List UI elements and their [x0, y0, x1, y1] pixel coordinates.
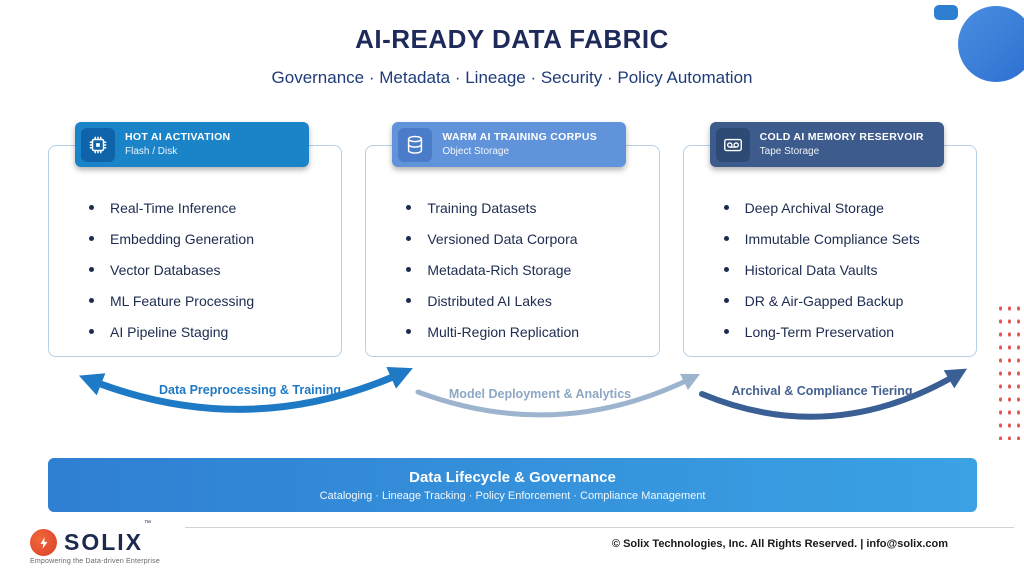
tier-title: WARM AI TRAINING CORPUS — [442, 131, 598, 144]
list-item: DR & Air-Gapped Backup — [723, 285, 968, 316]
database-icon — [398, 127, 433, 162]
page-title: AI-READY DATA FABRIC — [355, 24, 669, 54]
card-header-warm: WARM AI TRAINING CORPUS Object Storage — [392, 122, 627, 167]
brand-name: SOLIX — [64, 529, 144, 555]
feature-label: Multi-Region Replication — [427, 323, 580, 340]
list-item: Training Datasets — [406, 192, 650, 223]
list-item: AI Pipeline Staging — [89, 316, 333, 347]
footer-divider — [185, 527, 1014, 528]
governance-title: Data Lifecycle & Governance — [409, 468, 616, 486]
flow-label-archival: Archival & Compliance Tiering — [731, 384, 913, 398]
bullet-icon — [89, 205, 94, 210]
bullet-icon — [723, 236, 729, 241]
solix-logo: SOLIX™ Empowering the Data-driven Enterp… — [30, 520, 160, 565]
list-item: Metadata-Rich Storage — [406, 254, 650, 285]
card-header-cold: COLD AI MEMORY RESERVOIR Tape Storage — [709, 122, 944, 167]
governance-subtitle: Cataloging · Lineage Tracking · Policy E… — [319, 489, 706, 502]
bullet-icon — [89, 298, 94, 303]
bullet-icon — [723, 205, 729, 210]
feature-label: ML Feature Processing — [110, 292, 255, 309]
bullet-icon — [406, 267, 412, 272]
tape-cartridge-icon — [715, 127, 750, 162]
list-item: Immutable Compliance Sets — [723, 223, 968, 254]
arrow-cold-to-archive — [699, 368, 968, 420]
card-warm-tier: WARM AI TRAINING CORPUS Object Storage T… — [365, 122, 660, 357]
feature-label: AI Pipeline Staging — [110, 323, 229, 340]
tier-feature-list: Deep Archival Storage Immutable Complian… — [682, 145, 977, 357]
bullet-icon — [406, 298, 412, 303]
trademark-symbol: ™ — [144, 520, 152, 527]
decor-dots — [996, 302, 1020, 440]
bullet-icon — [723, 267, 729, 272]
list-item: Versioned Data Corpora — [406, 223, 650, 254]
page-subtitle: Governance · Metadata · Lineage · Securi… — [271, 68, 753, 87]
cpu-icon — [81, 127, 115, 162]
copyright-text: © Solix Technologies, Inc. All Rights Re… — [611, 538, 948, 550]
feature-label: DR & Air-Gapped Backup — [744, 292, 904, 309]
bullet-icon — [406, 205, 412, 210]
tier-title: HOT AI ACTIVATION — [125, 131, 231, 144]
lightning-bolt-icon — [30, 529, 57, 556]
feature-label: Deep Archival Storage — [744, 199, 884, 216]
feature-label: Historical Data Vaults — [744, 261, 878, 278]
decor-pill — [934, 5, 958, 20]
list-item: ML Feature Processing — [89, 285, 333, 316]
tier-subtitle: Flash / Disk — [125, 145, 178, 157]
flow-label-preprocessing: Data Preprocessing & Training — [159, 383, 341, 397]
bullet-icon — [89, 236, 94, 241]
list-item: Multi-Region Replication — [406, 316, 650, 347]
feature-label: Immutable Compliance Sets — [744, 230, 920, 247]
bullet-icon — [89, 267, 94, 272]
tier-title: COLD AI MEMORY RESERVOIR — [759, 131, 924, 144]
flow-arrows — [78, 367, 968, 420]
list-item: Long-Term Preservation — [723, 316, 968, 347]
list-item: Real-Time Inference — [89, 192, 333, 223]
feature-label: Distributed AI Lakes — [427, 292, 552, 309]
feature-label: Training Datasets — [427, 199, 537, 216]
brand-tagline: Empowering the Data-driven Enterprise — [30, 558, 160, 565]
feature-label: Metadata-Rich Storage — [427, 261, 572, 278]
arrow-warm-to-cold — [415, 373, 701, 418]
decor-circle — [958, 6, 1024, 82]
arrow-hot-to-warm — [78, 367, 413, 413]
list-item: Deep Archival Storage — [723, 192, 968, 223]
bullet-icon — [406, 329, 412, 334]
list-item: Embedding Generation — [89, 223, 333, 254]
list-item: Distributed AI Lakes — [406, 285, 650, 316]
bullet-icon — [89, 329, 94, 334]
governance-bar: Data Lifecycle & Governance Cataloging ·… — [48, 458, 977, 512]
tier-cards-row: HOT AI ACTIVATION Flash / Disk Real-Time… — [48, 122, 977, 357]
card-cold-tier: COLD AI MEMORY RESERVOIR Tape Storage De… — [682, 122, 977, 357]
list-item: Historical Data Vaults — [723, 254, 968, 285]
feature-label: Vector Databases — [110, 261, 221, 278]
bullet-icon — [406, 236, 412, 241]
tier-subtitle: Tape Storage — [759, 145, 820, 157]
bullet-icon — [723, 298, 729, 303]
tier-feature-list: Real-Time Inference Embedding Generation… — [48, 145, 343, 357]
tier-subtitle: Object Storage — [442, 145, 510, 157]
card-hot-tier: HOT AI ACTIVATION Flash / Disk Real-Time… — [48, 122, 343, 357]
feature-label: Versioned Data Corpora — [427, 230, 578, 247]
feature-label: Long-Term Preservation — [744, 323, 895, 340]
tier-feature-list: Training Datasets Versioned Data Corpora… — [365, 145, 660, 357]
feature-label: Real-Time Inference — [110, 199, 237, 216]
bullet-icon — [723, 329, 729, 334]
list-item: Vector Databases — [89, 254, 333, 285]
feature-label: Embedding Generation — [110, 230, 254, 247]
flow-label-deployment: Model Deployment & Analytics — [448, 387, 632, 401]
card-header-hot: HOT AI ACTIVATION Flash / Disk — [75, 122, 309, 167]
